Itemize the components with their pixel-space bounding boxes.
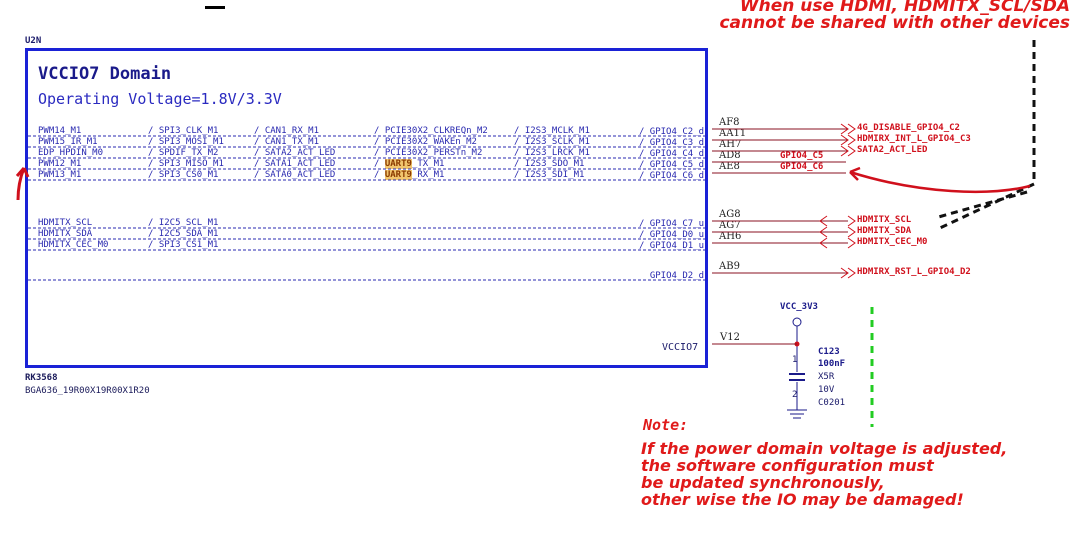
pin-function: / PCIE30X2_CLKREQn_M2 — [374, 126, 488, 136]
pin-ball: AG7 — [719, 220, 741, 231]
power-ball: V12 — [720, 332, 740, 343]
net-label: HDMITX_CEC_M0 — [857, 237, 928, 247]
pin-ball: AE8 — [719, 161, 740, 172]
port-flag — [819, 215, 856, 227]
pin-gpio: / GPIO4_C2_d — [638, 127, 704, 137]
port-flag — [840, 267, 856, 279]
pin-function: HDMITX_SDA — [38, 229, 93, 239]
pin-ball: AD8 — [719, 150, 741, 161]
pin-ball: AB9 — [719, 261, 740, 272]
pin-function: / SPI3_CS1_M1 — [148, 240, 219, 250]
pin-gpio: GPIO4_D2_d — [649, 271, 704, 281]
warning-callout-line — [939, 40, 1036, 230]
pin-gpio: / GPIO4_C6_d — [638, 171, 704, 181]
pin-function: / CAN1_RX_M1 — [254, 126, 320, 136]
pin-function: / UART9_TX_M1 — [374, 159, 445, 169]
hdmi-warning-line2: cannot be shared with other devices — [719, 13, 1070, 33]
stray-mark — [205, 6, 225, 9]
port-flag — [840, 134, 856, 146]
cap-voltage: 10V — [818, 385, 835, 395]
pin-function: HDMITX_SCL — [38, 218, 93, 228]
pin-function: / SPI3_MOSI_M1 — [148, 137, 224, 147]
pin-function: PWM13_M1 — [38, 170, 82, 180]
net-label: HDMITX_SCL — [857, 215, 912, 225]
pin-gpio: / GPIO4_C4_d — [638, 149, 704, 159]
pin-gpio: / GPIO4_D0_u — [638, 230, 704, 240]
pin-function: / PCIE30X2_WAKEn_M2 — [374, 137, 477, 147]
operating-voltage: Operating Voltage=1.8V/3.3V — [38, 90, 282, 108]
power-pin-name: VCCIO7 — [662, 342, 699, 353]
pin-function: / I2S3_SCLK_M1 — [514, 137, 590, 147]
pin-function: EDP_HPDIN_M0 — [38, 148, 104, 158]
cap-pin2: 2 — [792, 390, 798, 400]
domain-title: VCCIO7 Domain — [38, 64, 172, 84]
pin-function: HDMITX_CEC_M0 — [38, 240, 109, 250]
pin-function: / PCIE30X2_PERSTn_M2 — [374, 148, 483, 158]
pin-ball: AH7 — [719, 139, 742, 150]
cap-dielectric: X5R — [818, 372, 835, 382]
supply-label: VCC_3V3 — [780, 302, 818, 312]
net-label: GPIO4_C6 — [780, 162, 824, 172]
pin-function: / I2S3_LRCK_M1 — [514, 148, 590, 158]
pin-function: / CAN1_TX_M1 — [254, 137, 320, 147]
pin-ball: AG8 — [719, 209, 741, 220]
pin-function: PWM14_M1 — [38, 126, 82, 136]
hdmi-warning: When use HDMI, HDMITX_SCL/SDA cannot be … — [719, 0, 1070, 32]
pin-function: / SPDIF_TX_M2 — [148, 148, 219, 158]
right-red-arrow — [849, 170, 1031, 194]
cap-pin1: 1 — [792, 355, 798, 365]
note-body: If the power domain voltage is adjusted,… — [641, 440, 1007, 508]
pin-function: / I2S3_SDO_M1 — [514, 159, 585, 169]
pin-function: / I2C5_SDA_M1 — [148, 229, 219, 239]
note-line-1: If the power domain voltage is adjusted, — [641, 439, 1008, 458]
pin-function: / SPI3_MISO_M1 — [148, 159, 224, 169]
pin-gpio: / GPIO4_C7_u — [638, 219, 704, 229]
hdmi-warning-line1: When use HDMI, HDMITX_SCL/SDA — [739, 0, 1070, 16]
pin-function: / UART9_RX_M1 — [374, 170, 445, 180]
warning-callout-line-2 — [934, 190, 1028, 220]
capacitor-symbol — [787, 317, 807, 419]
cap-value: 100nF — [818, 359, 846, 369]
component-ref: U2N — [25, 36, 42, 46]
port-flag — [840, 145, 856, 157]
note-line-3: be updated synchronously, — [641, 473, 885, 492]
note-line-4: other wise the IO may be damaged! — [641, 490, 964, 509]
pin-function: / I2C5_SCL_M1 — [148, 218, 219, 228]
port-flag — [819, 226, 856, 238]
note-line-2: the software configuration must — [641, 456, 934, 475]
pin-ball: AA11 — [719, 128, 747, 139]
pin-function: / SPI3_CS0_M1 — [148, 170, 219, 180]
wires — [28, 123, 856, 281]
component-name: RK3568 — [25, 373, 58, 383]
pin-function: / SATA2_ACT_LED — [254, 148, 336, 158]
pin-function: / I2S3_MCLK_M1 — [514, 126, 590, 136]
component-package: BGA636_19R00X19R00X1R20 — [25, 386, 150, 396]
pin-gpio: / GPIO4_C5_d — [638, 160, 704, 170]
pin-function: / SATA0_ACT_LED — [254, 170, 336, 180]
net-label: GPIO4_C5 — [780, 151, 824, 161]
pin-gpio: / GPIO4_C3_d — [638, 138, 704, 148]
pin-function: / SATA1_ACT_LED — [254, 159, 336, 169]
chip-symbol-box — [25, 48, 708, 368]
net-label: 4G_DISABLE_GPIO4_C2 — [857, 123, 960, 133]
cap-size: C0201 — [818, 398, 846, 408]
net-label: HDMITX_SDA — [857, 226, 912, 236]
pin-ball: AF8 — [719, 117, 740, 128]
net-label: HDMIRX_RST_L_GPIO4_D2 — [857, 267, 971, 277]
cap-ref: C123 — [818, 347, 840, 357]
pin-function: PWM15_IR_M1 — [38, 137, 98, 147]
port-flag — [819, 237, 856, 249]
net-label: HDMIRX_INT_L_GPIO4_C3 — [857, 134, 971, 144]
pin-function: / SPI3_CLK_M1 — [148, 126, 219, 136]
pin-function: / I2S3_SDI_M1 — [514, 170, 585, 180]
pin-ball: AH6 — [719, 231, 742, 242]
net-label: SATA2_ACT_LED — [857, 145, 928, 155]
pin-gpio: / GPIO4_D1_u — [638, 241, 704, 251]
pin-function: PWM12_M1 — [38, 159, 82, 169]
supply-circle — [792, 317, 802, 327]
note-title: Note: — [643, 416, 689, 434]
port-flag — [840, 123, 856, 135]
